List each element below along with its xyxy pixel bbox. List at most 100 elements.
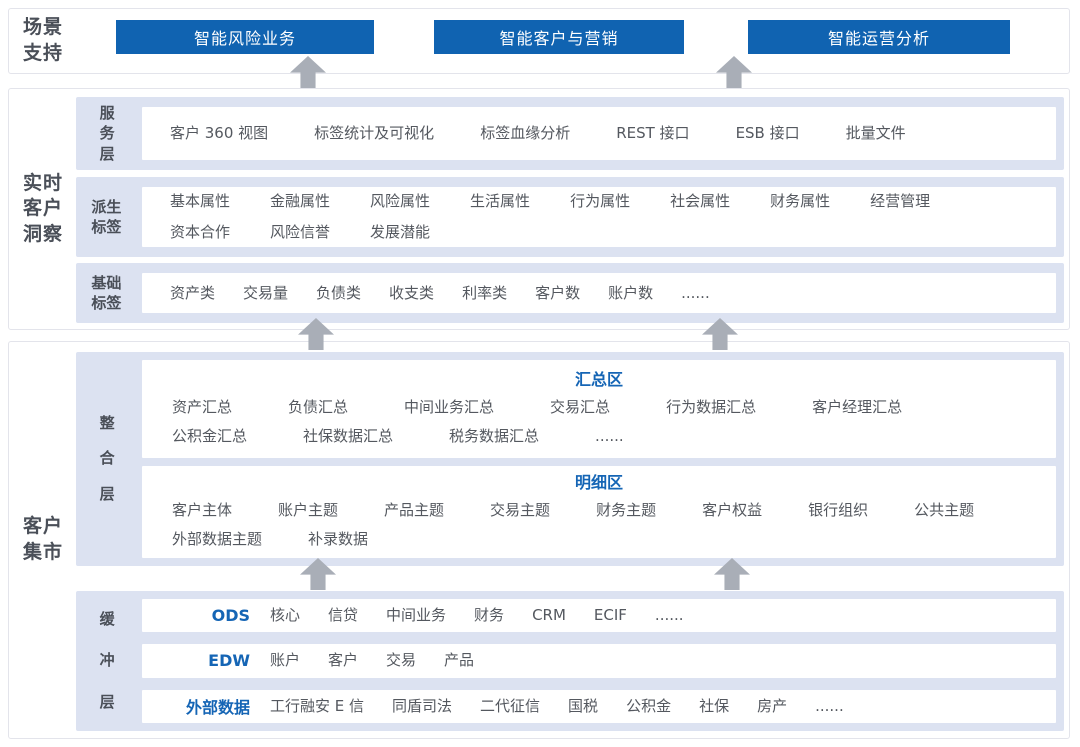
- item-label: 基本属性: [170, 192, 231, 210]
- buffer-row-external-data: 外部数据 工行融安 E 信同盾司法二代征信国税公积金社保房产......: [142, 689, 1056, 723]
- item-label: 财务: [474, 606, 505, 625]
- item-label: 社保: [699, 696, 730, 715]
- item-label: 税务数据汇总: [449, 427, 540, 445]
- basic-tags-items-panel: 资产类 交易量 负债类 收支类 利率类 客户数 账户数......: [142, 273, 1056, 313]
- items-line: 工行融安 E 信同盾司法二代征信国税公积金社保房产......: [270, 692, 844, 721]
- basic-tags-label: 基础标签: [76, 263, 142, 323]
- item-label: 负债类: [316, 283, 362, 302]
- item-label: 交易: [386, 651, 417, 670]
- item-label: CRM: [532, 606, 566, 625]
- integration-layer-panel: 整合层 汇总区 资产汇总 负债汇总 中间业务汇总 交易汇总 行为数据汇总 客户经理汇总 公…: [76, 352, 1064, 566]
- scenario-section-label-text: 场景支持: [23, 16, 64, 64]
- item-label: 金融属性: [270, 192, 331, 210]
- item-label: 资本合作: [170, 223, 231, 241]
- item-label: 利率类: [462, 283, 508, 302]
- item-label: 资产类: [170, 283, 216, 302]
- item-label: 客户: [328, 651, 359, 670]
- detail-zone: 明细区 客户主体账户主题产品主题交易主题财务主题客户权益银行组织公共主题 外部数…: [142, 466, 1056, 558]
- item-label: 银行组织: [808, 501, 869, 519]
- items-line: 基本属性金融属性风险属性生活属性行为属性社会属性财务属性经营管理: [170, 187, 1056, 216]
- buffer-layer-label-text: 缓冲层: [99, 610, 115, 711]
- items-line: 资产汇总 负债汇总 中间业务汇总 交易汇总 行为数据汇总 客户经理汇总: [142, 393, 1056, 422]
- item-label: 收支类: [389, 283, 435, 302]
- item-label: ESB 接口: [735, 124, 800, 142]
- item-label: 中间业务: [386, 606, 447, 625]
- derived-tags-label-text: 派生标签: [91, 197, 122, 236]
- item-label: ......: [681, 283, 710, 302]
- item-label: 交易量: [243, 283, 289, 302]
- item-label: 公积金: [626, 696, 672, 715]
- derived-tags-row: 派生标签 基本属性金融属性风险属性生活属性行为属性社会属性财务属性经营管理 资本…: [76, 177, 1064, 257]
- item-label: 标签统计及可视化: [314, 124, 435, 142]
- items-line: 客户 360 视图 标签统计及可视化 标签血缘分析 REST 接口 ESB 接口 批量文件: [170, 119, 1056, 148]
- items-line: 资本合作 风险信誉 发展潜能: [170, 218, 1056, 247]
- item-label: ......: [815, 696, 844, 715]
- external-data-keyword: 外部数据: [185, 698, 250, 718]
- service-layer-label: 服务层: [76, 97, 142, 170]
- item-label: 负债汇总: [288, 398, 349, 416]
- realtime-customer-insight-section: 实时客户洞察 服务层 客户 360 视图 标签统计及可视化 标签血缘分析 REST 接…: [8, 88, 1070, 330]
- item-label: 国税: [568, 696, 599, 715]
- item-label: REST 接口: [616, 124, 690, 142]
- item-label: 客户经理汇总: [812, 398, 903, 416]
- item-label: 账户: [270, 651, 301, 670]
- smart-customer-marketing-button[interactable]: 智能客户与营销: [434, 20, 684, 54]
- insight-section-label-text: 实时客户洞察: [23, 171, 64, 245]
- mart-section-label-text: 客户集市: [23, 515, 64, 563]
- ods-keyword: ODS: [211, 606, 250, 626]
- integration-layer-label: 整合层: [76, 352, 142, 566]
- item-label: 客户数: [535, 283, 581, 302]
- item-label: 客户权益: [702, 501, 763, 519]
- derived-tags-items-panel: 基本属性金融属性风险属性生活属性行为属性社会属性财务属性经营管理 资本合作风险信…: [142, 187, 1056, 247]
- item-label: 客户 360 视图: [170, 124, 269, 142]
- smart-operation-analysis-button[interactable]: 智能运营分析: [748, 20, 1010, 54]
- detail-zone-title: 明细区: [574, 473, 623, 492]
- item-label: 核心: [270, 606, 301, 625]
- item-label: 同盾司法: [392, 696, 453, 715]
- item-label: 账户主题: [278, 501, 339, 519]
- item-label: 产品: [444, 651, 475, 670]
- item-label: 社会属性: [670, 192, 731, 210]
- basic-tags-label-text: 基础标签: [91, 273, 122, 312]
- item-label: 账户数: [608, 283, 654, 302]
- scenario-support-section: 场景支持 智能风险业务 智能客户与营销 智能运营分析: [8, 8, 1070, 74]
- item-label: 公积金汇总: [172, 427, 248, 445]
- items-line: 核心 信贷 中间业务 财务 CRM ECIF......: [270, 601, 684, 630]
- integration-zones: 汇总区 资产汇总 负债汇总 中间业务汇总 交易汇总 行为数据汇总 客户经理汇总 公积金汇总…: [142, 360, 1056, 558]
- items-line: 资产类 交易量 负债类 收支类 利率类 客户数 账户数......: [170, 279, 1056, 308]
- smart-risk-business-button[interactable]: 智能风险业务: [116, 20, 374, 54]
- item-label: 行为数据汇总: [666, 398, 757, 416]
- derived-tags-label: 派生标签: [76, 177, 142, 257]
- item-label: 财务主题: [596, 501, 657, 519]
- buffer-layer-label: 缓冲层: [76, 591, 142, 731]
- item-label: 发展潜能: [370, 223, 431, 241]
- item-label: 财务属性: [770, 192, 831, 210]
- scenario-section-label: 场景支持: [23, 9, 68, 73]
- item-label: 信贷: [328, 606, 359, 625]
- item-label: 社保数据汇总: [303, 427, 394, 445]
- item-label: 风险信誉: [270, 223, 331, 241]
- item-label: ......: [654, 606, 684, 625]
- item-label: 工行融安 E 信: [270, 696, 365, 715]
- items-line: 外部数据主题补录数据: [142, 525, 1056, 554]
- buffer-row-edw: EDW 账户客户交易产品: [142, 644, 1056, 678]
- item-label: 交易汇总: [550, 398, 611, 416]
- item-label: 经营管理: [870, 192, 931, 210]
- service-layer-row: 服务层 客户 360 视图 标签统计及可视化 标签血缘分析 REST 接口 ESB 接口…: [76, 97, 1064, 170]
- item-label: 房产: [757, 696, 788, 715]
- item-label: ECIF: [593, 606, 627, 625]
- item-label: 标签血缘分析: [480, 124, 571, 142]
- mart-section-label: 客户集市: [23, 342, 68, 738]
- items-line: 公积金汇总 社保数据汇总 税务数据汇总......: [142, 422, 1056, 451]
- item-label: 资产汇总: [172, 398, 233, 416]
- summary-zone-title: 汇总区: [574, 370, 623, 389]
- item-label: 外部数据主题: [172, 530, 263, 548]
- customer-mart-section: 客户集市 整合层 汇总区 资产汇总 负债汇总 中间业务汇总 交易汇总 行为数据汇总 客户经…: [8, 341, 1070, 739]
- item-label: 中间业务汇总: [404, 398, 495, 416]
- item-label: 批量文件: [845, 124, 906, 142]
- item-label: 产品主题: [384, 501, 445, 519]
- item-label: ......: [595, 427, 624, 445]
